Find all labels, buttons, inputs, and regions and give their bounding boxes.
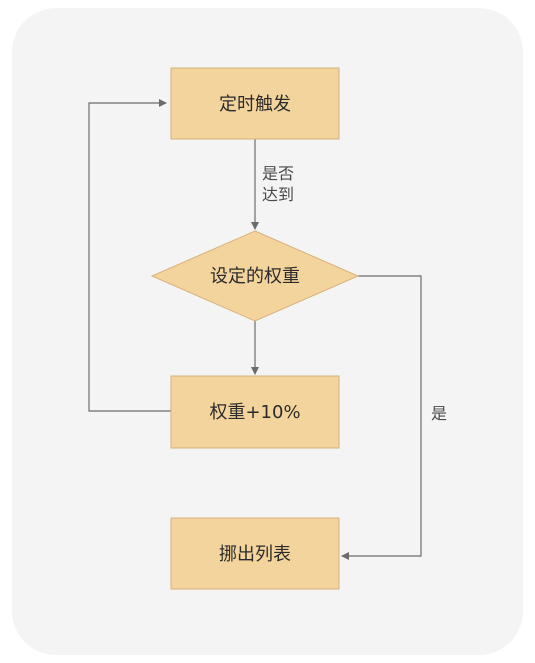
edge-decision-to-remove [341,275,422,560]
node-decision: 设定的权重 [150,230,360,322]
node-increase: 权重+10% [170,375,340,449]
edge-label-is-reached-line1: 是否 [262,164,294,183]
node-trigger-label: 定时触发 [219,94,291,115]
edge-increase-loop-back [88,99,171,412]
node-remove-label: 挪出列表 [219,544,291,565]
node-remove: 挪出列表 [170,517,340,590]
edge-label-is-reached-line2: 达到 [262,185,294,204]
node-decision-label: 设定的权重 [210,266,300,287]
node-trigger: 定时触发 [170,67,340,140]
node-increase-label: 权重+10% [209,402,300,423]
edge-label-yes: 是 [431,404,447,423]
